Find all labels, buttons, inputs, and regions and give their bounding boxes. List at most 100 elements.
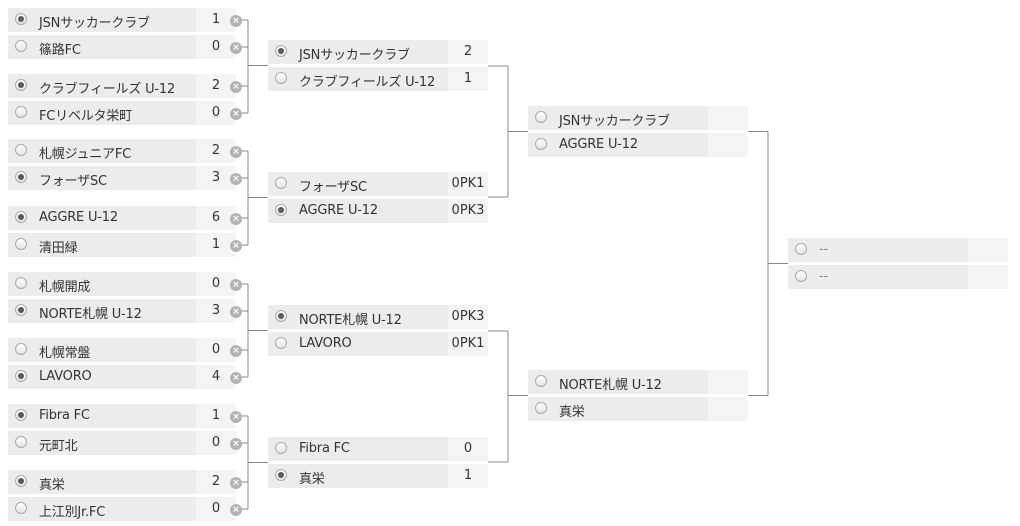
radio-icon[interactable]	[15, 144, 27, 156]
radio-icon[interactable]	[15, 343, 27, 355]
x-circle-icon[interactable]: ×	[230, 42, 242, 54]
team-score	[968, 265, 1008, 289]
team-slot-round3-2[interactable]: AGGRE U-12	[528, 133, 748, 157]
team-name: 真栄	[39, 478, 65, 493]
radio-icon[interactable]	[535, 375, 547, 387]
x-circle-icon[interactable]: ×	[230, 504, 242, 516]
radio-icon[interactable]	[275, 204, 287, 216]
team-name: JSNサッカークラブ	[39, 16, 150, 31]
team-slot-round2-3[interactable]: フォーザSC 0PK1	[268, 172, 488, 196]
team-name: LAVORO	[39, 369, 92, 384]
team-slot-final-1[interactable]: --	[788, 238, 1008, 262]
team-score: 2	[196, 470, 236, 494]
team-name: 札幌ジュニアFC	[39, 147, 132, 162]
team-score: 1	[448, 67, 488, 91]
radio-icon[interactable]	[15, 475, 27, 487]
x-circle-icon[interactable]: ×	[230, 477, 242, 489]
team-score: 0PK1	[448, 332, 488, 356]
team-score	[708, 397, 748, 421]
team-slot-round1-1[interactable]: JSNサッカークラブ 1	[8, 8, 236, 32]
x-circle-icon[interactable]: ×	[230, 411, 242, 423]
team-name: Fibra FC	[299, 441, 350, 456]
team-score: 1	[196, 8, 236, 32]
team-name: 清田緑	[39, 241, 78, 256]
x-circle-icon[interactable]: ×	[230, 15, 242, 27]
x-circle-icon[interactable]: ×	[230, 146, 242, 158]
radio-icon[interactable]	[275, 310, 287, 322]
x-circle-icon[interactable]: ×	[230, 372, 242, 384]
team-slot-round1-12[interactable]: LAVORO 4	[8, 365, 236, 389]
team-score: 4	[196, 365, 236, 389]
team-slot-round3-3[interactable]: NORTE札幌 U-12	[528, 370, 748, 394]
radio-icon[interactable]	[275, 469, 287, 481]
x-circle-icon[interactable]: ×	[230, 306, 242, 318]
radio-icon[interactable]	[795, 243, 807, 255]
radio-icon[interactable]	[15, 40, 27, 52]
radio-icon[interactable]	[15, 370, 27, 382]
team-slot-round3-1[interactable]: JSNサッカークラブ	[528, 106, 748, 130]
radio-icon[interactable]	[15, 171, 27, 183]
radio-icon[interactable]	[275, 45, 287, 57]
team-slot-round3-4[interactable]: 真栄	[528, 397, 748, 421]
x-circle-icon[interactable]: ×	[230, 213, 242, 225]
radio-icon[interactable]	[535, 138, 547, 150]
radio-icon[interactable]	[535, 402, 547, 414]
x-circle-icon[interactable]: ×	[230, 438, 242, 450]
x-circle-icon[interactable]: ×	[230, 345, 242, 357]
team-name: フォーザSC	[299, 180, 367, 195]
radio-icon[interactable]	[15, 436, 27, 448]
team-slot-final-2[interactable]: --	[788, 265, 1008, 289]
radio-icon[interactable]	[15, 211, 27, 223]
team-score: 0PK3	[448, 305, 488, 329]
team-score: 6	[196, 206, 236, 230]
radio-icon[interactable]	[275, 72, 287, 84]
team-score: 3	[196, 166, 236, 190]
radio-icon[interactable]	[535, 111, 547, 123]
team-score: 1	[196, 404, 236, 428]
x-circle-icon[interactable]: ×	[230, 81, 242, 93]
team-score: 0PK1	[448, 172, 488, 196]
team-name: 元町北	[39, 439, 78, 454]
radio-icon[interactable]	[15, 238, 27, 250]
radio-icon[interactable]	[15, 13, 27, 25]
radio-icon[interactable]	[275, 442, 287, 454]
team-name: 札幌常盤	[39, 346, 91, 361]
radio-icon[interactable]	[15, 304, 27, 316]
radio-icon[interactable]	[15, 277, 27, 289]
radio-icon[interactable]	[275, 177, 287, 189]
radio-icon[interactable]	[15, 106, 27, 118]
x-circle-icon[interactable]: ×	[230, 108, 242, 120]
team-name: AGGRE U-12	[299, 203, 378, 218]
team-slot-round1-15[interactable]: 真栄 2	[8, 470, 236, 494]
x-circle-icon[interactable]: ×	[230, 240, 242, 252]
radio-icon[interactable]	[795, 270, 807, 282]
radio-icon[interactable]	[15, 79, 27, 91]
radio-icon[interactable]	[15, 502, 27, 514]
team-name: 真栄	[559, 405, 585, 420]
x-circle-icon[interactable]: ×	[230, 279, 242, 291]
team-score: 0	[196, 35, 236, 59]
x-circle-icon[interactable]: ×	[230, 173, 242, 185]
radio-icon[interactable]	[15, 409, 27, 421]
radio-icon[interactable]	[275, 337, 287, 349]
